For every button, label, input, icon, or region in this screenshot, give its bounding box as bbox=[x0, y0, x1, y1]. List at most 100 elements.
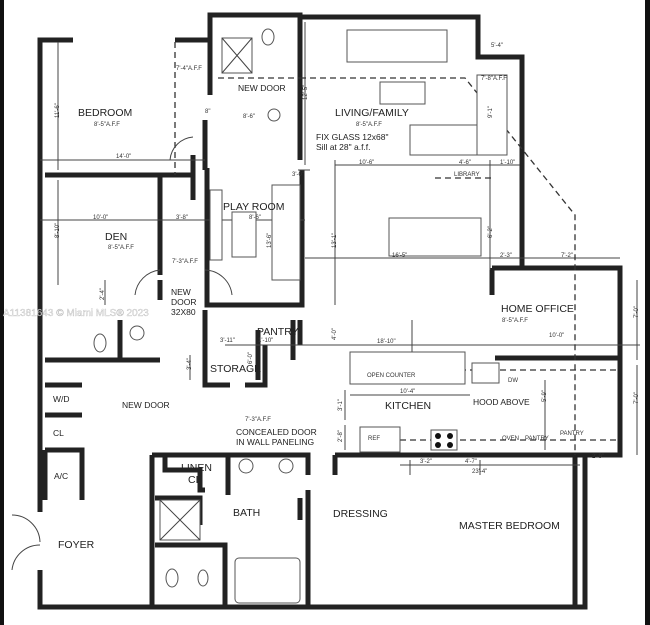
room-pantry: PANTRY bbox=[257, 326, 299, 338]
dimension-label: 2'-3" bbox=[500, 253, 512, 259]
coffee-table bbox=[379, 81, 426, 105]
dimension-label: 8'-10" bbox=[55, 223, 61, 238]
den-height: 8'-5"A.F.F bbox=[108, 245, 134, 251]
kitchen-pantry-label: PANTRY bbox=[525, 436, 549, 442]
dimension-label: 10'-0" bbox=[93, 215, 108, 221]
dimension-label: 8'-6" bbox=[243, 114, 255, 120]
sofa bbox=[346, 29, 448, 63]
dining-table bbox=[388, 217, 482, 257]
dimension-label: 7'-0" bbox=[634, 306, 640, 318]
left-border bbox=[0, 0, 4, 625]
dishwasher-label: DW bbox=[508, 378, 518, 384]
dimension-label: 13'-6" bbox=[267, 233, 273, 248]
room-kitchen: KITCHEN bbox=[385, 400, 431, 412]
dimension-label: 16'-5" bbox=[392, 253, 407, 259]
sectional-sofa-arm bbox=[476, 74, 508, 156]
home-office-height: 8'-5"A.F.F bbox=[502, 318, 528, 324]
right-border bbox=[645, 0, 650, 625]
toilet bbox=[165, 568, 179, 588]
dimension-label: 7'-0" bbox=[634, 392, 640, 404]
sink bbox=[278, 458, 294, 474]
ceiling-height: 7'-3"A.F.F bbox=[172, 259, 198, 265]
sink bbox=[238, 458, 254, 474]
dimension-label: 4'-7" bbox=[465, 459, 477, 465]
dimension-label: 3'-2" bbox=[420, 459, 432, 465]
dimension-label: 5'-4" bbox=[491, 43, 503, 49]
dimension-label: 11'-6" bbox=[55, 103, 61, 118]
dimension-label: 3'-11" bbox=[220, 338, 235, 344]
sink bbox=[267, 108, 281, 122]
dimension-label: 12'-5" bbox=[303, 85, 309, 100]
room-linen: LINEN bbox=[181, 462, 212, 474]
room-wd: W/D bbox=[53, 394, 70, 404]
dimension-label: 2'-4" bbox=[100, 288, 106, 300]
dimension-label: 13'-1" bbox=[332, 233, 338, 248]
note-fix-glass-sill: Sill at 28" a.f.f. bbox=[316, 142, 371, 152]
ceiling-height: 7'-8"A.F.F bbox=[481, 76, 507, 82]
note-concealed-door: CONCEALED DOOR bbox=[236, 427, 317, 437]
open-counter-label: OPEN COUNTER bbox=[367, 373, 416, 379]
open-counter bbox=[349, 351, 466, 385]
ref-label: REF bbox=[368, 436, 380, 442]
room-linen-cl: CL bbox=[188, 474, 202, 486]
dimensions: 11'-6" 14'-0" 10'-0" 3'-8" 8'-6" 8'-10" … bbox=[55, 43, 640, 475]
play-room-table bbox=[231, 211, 257, 258]
room-den: DEN bbox=[105, 231, 127, 243]
room-storage: STORAGE bbox=[210, 363, 261, 375]
dimension-label: 8'-6" bbox=[249, 215, 261, 221]
bedroom-height: 8'-5"A.F.F bbox=[94, 122, 120, 128]
room-ac: A/C bbox=[54, 471, 68, 481]
room-foyer: FOYER bbox=[58, 539, 95, 551]
play-room-sofa bbox=[271, 184, 301, 281]
dimension-label: 3'-8" bbox=[176, 215, 188, 221]
dimension-label: 4'-0" bbox=[332, 328, 338, 340]
living-height: 8'-5"A.F.F bbox=[356, 122, 382, 128]
room-labels: BEDROOM 8'-5"A.F.F DEN 8'-5"A.F.F PLAY R… bbox=[53, 107, 584, 551]
room-living-family: LIVING/FAMILY bbox=[335, 107, 409, 119]
note-new-door-32x80-line3: 32X80 bbox=[171, 307, 196, 317]
kitchen-sink bbox=[471, 362, 500, 384]
dimension-label: 3'-4" bbox=[187, 358, 193, 370]
room-play-room: PLAY ROOM bbox=[223, 201, 284, 213]
walls bbox=[37, 12, 623, 610]
bathtub bbox=[234, 557, 301, 604]
dimension-label: 5'-9" bbox=[542, 390, 548, 402]
dimension-label: 23'-4" bbox=[472, 469, 487, 475]
note-hood-above: HOOD ABOVE bbox=[473, 397, 530, 407]
note-new-door-32x80-line2: DOOR bbox=[171, 297, 197, 307]
ceiling-height: 7'-3"A.F.F bbox=[245, 417, 271, 423]
dimension-lines bbox=[40, 22, 640, 475]
furniture bbox=[11, 28, 508, 604]
sink bbox=[129, 325, 145, 341]
dimension-label: 2'-8" bbox=[338, 430, 344, 442]
bidet bbox=[197, 569, 209, 587]
ceiling-height: 7'-4"A.F.F bbox=[176, 66, 202, 72]
dimension-label: 4'-6" bbox=[459, 160, 471, 166]
dimension-label: 7'-2" bbox=[561, 253, 573, 259]
cooktop bbox=[430, 429, 458, 451]
note-new-door: NEW DOOR bbox=[238, 83, 286, 93]
dimension-label: 2'-9" bbox=[592, 454, 604, 460]
refrigerator bbox=[359, 426, 401, 453]
note-concealed-door-line2: IN WALL PANELING bbox=[236, 437, 314, 447]
dimension-label: 8" bbox=[205, 109, 210, 115]
room-master-bedroom: MASTER BEDROOM bbox=[459, 520, 560, 532]
toilet bbox=[261, 28, 275, 46]
library-label: LIBRARY bbox=[454, 172, 480, 178]
room-bath: BATH bbox=[233, 507, 260, 519]
oven-label: OVEN bbox=[502, 436, 519, 442]
dimension-label: 10'-6" bbox=[359, 160, 374, 166]
dimension-label: 18'-10" bbox=[377, 339, 396, 345]
dimension-label: 6'-0" bbox=[248, 352, 254, 364]
dimension-label: 10'-4" bbox=[400, 389, 415, 395]
room-cl: CL bbox=[53, 428, 64, 438]
room-dressing: DRESSING bbox=[333, 508, 388, 520]
dimension-label: 10'-0" bbox=[549, 333, 564, 339]
dimension-label: 3'-0" bbox=[292, 172, 304, 178]
kitchen-pantry-2-label: PANTRY bbox=[560, 431, 584, 437]
dimension-label: 14'-0" bbox=[116, 154, 131, 160]
dimension-label: 3'-1" bbox=[338, 399, 344, 411]
note-new-door-32x80: NEW bbox=[171, 287, 191, 297]
dimension-label: 9'-1" bbox=[488, 106, 494, 118]
